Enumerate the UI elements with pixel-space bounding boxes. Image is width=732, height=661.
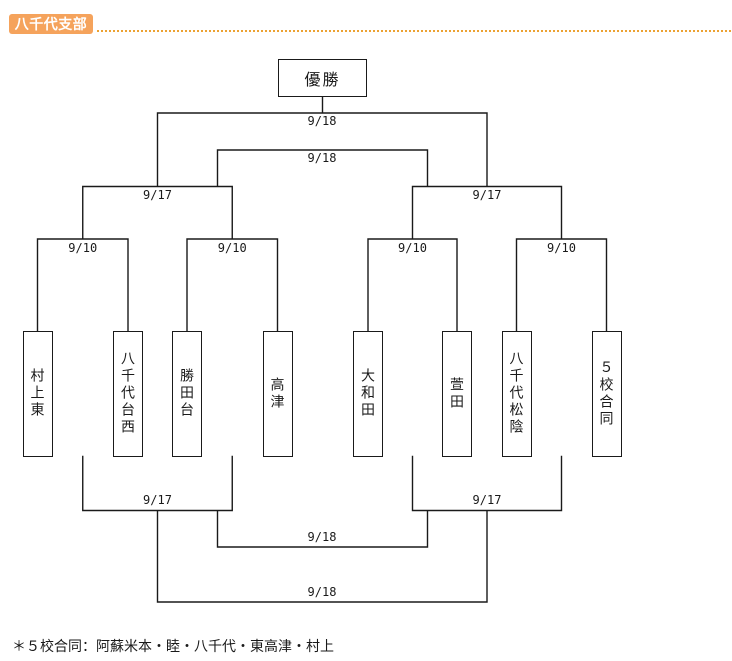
date-label-qf-1: 9/10 [68,241,98,255]
team-name-kayada: 萱田 [449,376,465,411]
date-label-qf-3: 9/10 [398,241,427,255]
team-box-katsutadai: 勝田台 [172,330,202,457]
date-label-top-second-final: 9/18 [307,151,337,165]
team-box-goko-godo: ５校合同 [591,330,622,457]
date-label-top-final: 9/18 [307,114,337,128]
team-box-yachiyo-shoin: 八千代松陰 [501,330,532,457]
footnote: ＊５校合同：阿蘇米本・睦・八千代・東高津・村上 [12,638,334,654]
champion-box: 優勝 [278,59,367,97]
branch-badge: 八千代支部 [9,14,93,34]
date-label-bottom-final: 9/18 [307,585,337,599]
team-name-goko-godo: ５校合同 [598,359,615,428]
date-label-top-semi-right: 9/17 [472,188,502,202]
team-name-katsutadai: 勝田台 [179,368,195,419]
team-name-takatsu: 高津 [269,376,286,411]
date-label-bottom-semi-right: 9/17 [472,493,502,507]
team-box-yachiyodai-nishi: 八千代台西 [113,330,143,457]
team-name-yachiyodai-nishi: 八千代台西 [120,351,136,436]
date-label-bottom-semi-left: 9/17 [143,493,172,507]
date-label-qf-2: 9/10 [217,241,247,255]
team-box-murakami-higashi: 村上東 [22,330,53,457]
date-label-qf-4: 9/10 [547,241,576,255]
team-name-murakami-higashi: 村上東 [29,368,46,419]
team-name-owada: 大和田 [360,368,376,419]
team-box-kayada: 萱田 [442,330,472,457]
team-box-takatsu: 高津 [262,330,293,457]
team-box-owada: 大和田 [353,330,383,457]
date-label-top-semi-left: 9/17 [143,188,172,202]
dotted-divider [97,30,732,32]
date-label-bottom-second-final: 9/18 [307,530,337,544]
champion-label: 優勝 [304,72,341,89]
team-name-yachiyo-shoin: 八千代松陰 [508,351,525,436]
